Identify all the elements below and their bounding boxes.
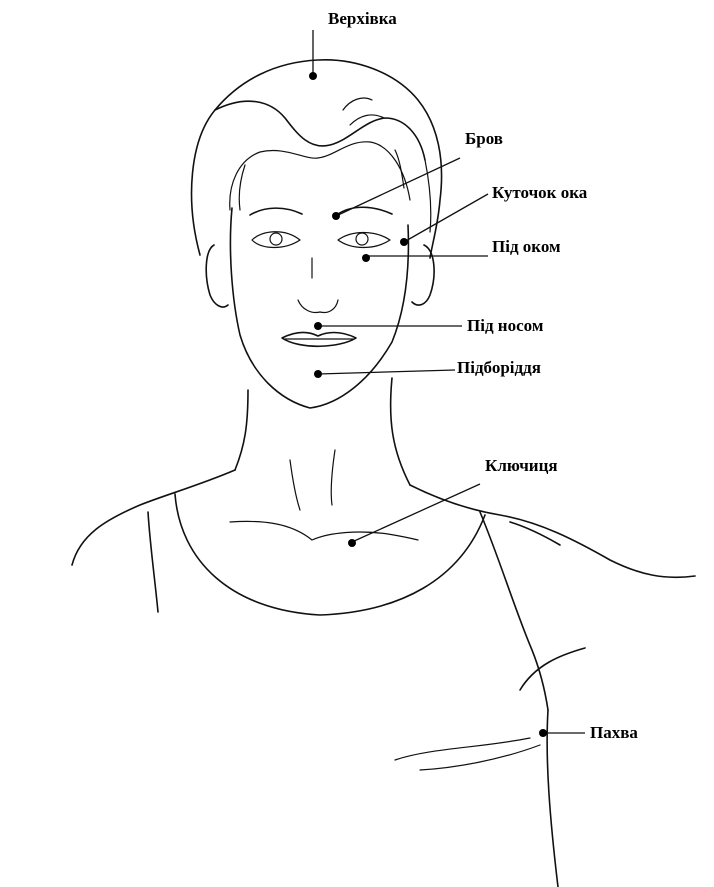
hair-outline — [192, 60, 442, 258]
eyebrow-point — [332, 212, 340, 220]
torso-outline — [72, 470, 695, 887]
chin-leader — [318, 370, 455, 374]
chin-point — [314, 370, 322, 378]
acupressure-points — [309, 72, 547, 737]
eye-corner-point — [400, 238, 408, 246]
collarbone-label: Ключиця — [485, 456, 558, 475]
collarbone-leader — [352, 484, 480, 542]
armpit-label: Пахва — [590, 723, 638, 742]
under-eye-point — [362, 254, 370, 262]
eyebrow-label: Бров — [465, 129, 503, 148]
chin-label: Підборіддя — [457, 358, 541, 377]
under-nose-label: Під носом — [467, 316, 544, 335]
neck-outline — [235, 378, 410, 510]
crown-point — [309, 72, 317, 80]
under-eye-label: Під оком — [492, 237, 561, 256]
face-outline — [206, 208, 434, 408]
crown-label: Верхівка — [328, 9, 397, 28]
collarbone-point — [348, 539, 356, 547]
armpit-point — [539, 729, 547, 737]
eye-corner-leader — [404, 194, 488, 242]
eyes-and-brows — [250, 207, 392, 247]
eye-corner-label: Куточок ока — [492, 183, 588, 202]
leader-lines — [313, 30, 585, 733]
nose-and-mouth — [282, 258, 356, 346]
point-labels: Верхівка Бров Куточок ока Під оком Під н… — [328, 9, 638, 742]
under-nose-point — [314, 322, 322, 330]
